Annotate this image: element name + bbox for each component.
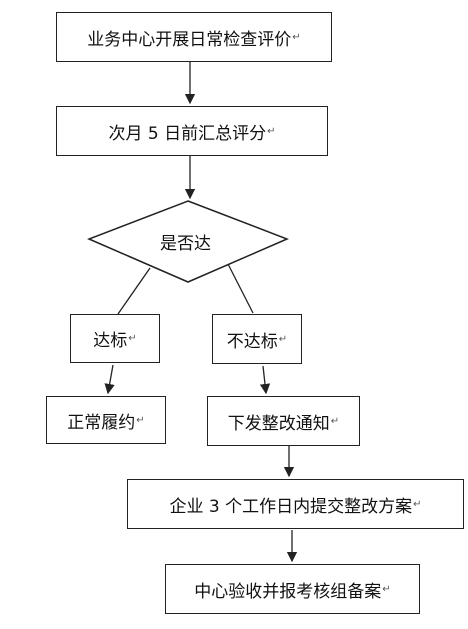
fail-step3-box: 中心验收并报考核组备案↵ <box>165 564 420 614</box>
paragraph-mark: ↵ <box>136 414 145 426</box>
step2-label: 次月 5 日前汇总评分 <box>108 123 267 144</box>
pass-result-label: 正常履约 <box>67 412 136 433</box>
step2-box: 次月 5 日前汇总评分↵ <box>56 106 328 156</box>
paragraph-mark: ↵ <box>330 415 340 427</box>
fail-step2-box: 企业 3 个工作日内提交整改方案↵ <box>127 479 464 529</box>
decision-label: 是否达 <box>160 234 211 254</box>
paragraph-mark: ↵ <box>278 333 288 345</box>
line-decision-pass <box>117 267 151 315</box>
fail-step2-label: 企业 3 个工作日内提交整改方案 <box>169 496 413 517</box>
paragraph-mark: ↵ <box>292 31 301 43</box>
paragraph-mark: ↵ <box>128 333 137 344</box>
arrow-pass-result <box>104 364 115 395</box>
step1-box: 业务中心开展日常检查评价↵ <box>56 12 332 62</box>
pass-label: 达标 <box>93 331 128 351</box>
fail-step1-label: 下发整改通知 <box>227 413 330 434</box>
paragraph-mark: ↵ <box>267 125 276 137</box>
pass-box: 达标↵ <box>70 314 160 363</box>
decision-diamond <box>87 200 289 283</box>
paragraph-mark: ↵ <box>413 498 422 510</box>
step1-label: 业务中心开展日常检查评价 <box>87 29 292 50</box>
fail-step1-box: 下发整改通知↵ <box>207 396 360 446</box>
paragraph-mark: ↵ <box>382 583 391 595</box>
pass-result-box: 正常履约↵ <box>46 396 166 444</box>
fail-box: 不达标↵ <box>212 314 302 364</box>
arrow-fail-step1 <box>259 365 271 395</box>
fail-step3-label: 中心验收并报考核组备案 <box>194 581 382 602</box>
fail-label: 不达标 <box>226 331 278 352</box>
line-decision-fail <box>227 263 254 314</box>
